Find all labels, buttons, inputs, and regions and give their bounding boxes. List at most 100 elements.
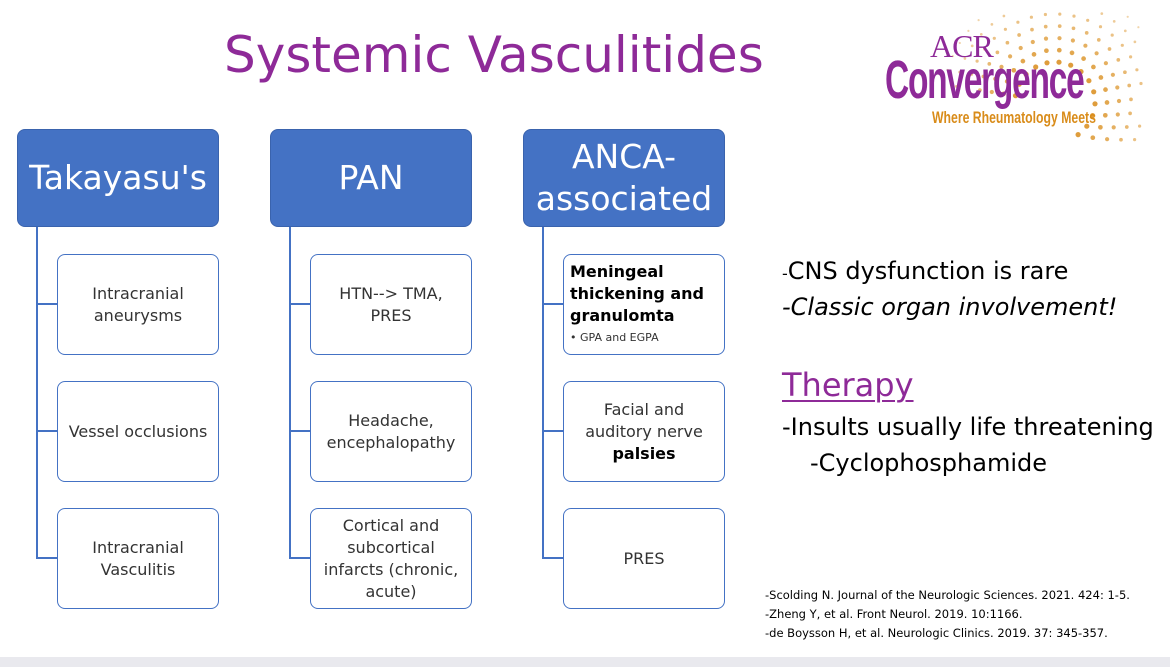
logo-dot (1072, 14, 1076, 18)
item-facial-line2: auditory nerve (585, 421, 703, 441)
logo-dot (1128, 111, 1132, 116)
connector-takayasu (36, 227, 38, 558)
logo-dot (1123, 29, 1127, 33)
logo-dot (995, 50, 1000, 55)
logo-dot (1098, 124, 1103, 130)
item-intracranial-vasculitis: Intracranial Vasculitis (57, 508, 219, 609)
logo-dot (979, 33, 983, 36)
logo-acr-text: ACR (930, 28, 994, 64)
logo-dot (1056, 47, 1062, 53)
logo-dot (1057, 36, 1062, 41)
logo-dot (977, 19, 980, 22)
logo-dot (983, 47, 987, 51)
note-cns-text: CNS dysfunction is rare (787, 257, 1069, 285)
logo-dot (1129, 55, 1133, 59)
logo-dot (1071, 26, 1076, 31)
logo-dot (1029, 15, 1033, 19)
logo-dot (1023, 71, 1029, 77)
logo-dot (1090, 113, 1096, 119)
logo-dot (1084, 31, 1089, 35)
logo-dot (1083, 43, 1088, 48)
connector-anca (542, 227, 544, 558)
logo-dot (1043, 36, 1049, 41)
logo-dot (1091, 89, 1097, 95)
logo-dot (1002, 14, 1006, 18)
logo-dot (1110, 72, 1115, 77)
therapy-insults: -Insults usually life threatening (782, 413, 1154, 441)
connector-branch (542, 557, 563, 559)
logo-dot (1058, 12, 1062, 16)
logo-dot (1086, 18, 1090, 22)
note-classic-organ: -Classic organ involvement! (782, 293, 1118, 321)
logo-dot (1090, 135, 1096, 141)
item-meningeal-thickening-label: Meningeal thickening and granulomta (570, 262, 704, 325)
logo-dot (999, 64, 1004, 69)
therapy-heading: Therapy (782, 366, 914, 404)
logo-dot (1011, 67, 1017, 73)
logo-dot (1098, 25, 1103, 29)
connector-branch (542, 430, 563, 432)
logo-dot (1105, 137, 1110, 142)
logo-dot (1086, 78, 1092, 84)
logo-dot (1044, 60, 1050, 66)
logo-dot (1103, 61, 1108, 66)
connector-branch (36, 430, 57, 432)
logo-dot (1043, 12, 1047, 17)
reference-item: -de Boysson H, et al. Neurologic Clinics… (765, 626, 1108, 640)
logo-dot (1119, 137, 1123, 142)
logo-dot (1112, 20, 1116, 23)
logo-dot (1008, 54, 1013, 59)
logo-dot (1056, 59, 1062, 65)
connector-branch (289, 557, 310, 559)
logo-dot (958, 41, 961, 45)
logo-dot (1120, 43, 1124, 47)
logo-dot (970, 44, 974, 48)
logo-dot (946, 68, 949, 72)
logo-dot (1016, 81, 1022, 87)
logo-dot (1104, 100, 1110, 105)
bottom-strip (0, 657, 1170, 667)
item-facial-line1: Facial and (603, 399, 685, 419)
logo-dot (1111, 125, 1116, 130)
logo-dot (1070, 38, 1075, 43)
item-htn-tma-pres: HTN--> TMA, PRES (310, 254, 472, 355)
logo-dot-arc (943, 12, 1143, 142)
logo-dot (1094, 51, 1099, 56)
logo-dot (1081, 56, 1086, 61)
logo-dot (1012, 93, 1019, 99)
logo-dot (1017, 33, 1021, 37)
logo-dot (1003, 27, 1007, 31)
logo-dot (1115, 112, 1120, 117)
logo-dot (1126, 15, 1129, 18)
logo-dot (981, 74, 986, 79)
logo-dot (1107, 47, 1112, 51)
logo-dot (989, 89, 994, 95)
logo-dot (992, 36, 996, 40)
logo-dot (1069, 50, 1075, 56)
logo-dot (1057, 24, 1062, 28)
logo-dot (966, 86, 970, 90)
logo-tagline: Where Rheumatology Meets (932, 108, 1096, 127)
logo-dot (1030, 39, 1035, 45)
item-cortical-infarcts: Cortical and subcortical infarcts (chron… (310, 508, 472, 609)
item-facial-palsies: palsies (612, 443, 676, 463)
logo-dot (1043, 24, 1048, 29)
column-header-pan: PAN (270, 129, 472, 227)
logo-dot (993, 76, 998, 81)
column-header-anca: ANCA-associated (523, 129, 725, 227)
logo-dot (1127, 83, 1132, 88)
logo-dot (951, 55, 954, 58)
item-meningeal-thickening: Meningeal thickening and granulomta GPA … (563, 254, 725, 355)
logo-dot (1133, 138, 1137, 142)
logo-dot (1030, 27, 1034, 32)
logo-dot (1031, 52, 1037, 57)
note-cns-dysfunction: -CNS dysfunction is rare (782, 254, 1068, 291)
logo-dot (1033, 64, 1039, 70)
logo-dot (963, 57, 967, 60)
item-pres: PRES (563, 508, 725, 609)
logo-dot (990, 23, 994, 26)
connector-branch (36, 557, 57, 559)
logo-dot (1103, 87, 1108, 92)
slide-title: Systemic Vasculitides (224, 26, 764, 84)
logo-dot (987, 62, 992, 66)
